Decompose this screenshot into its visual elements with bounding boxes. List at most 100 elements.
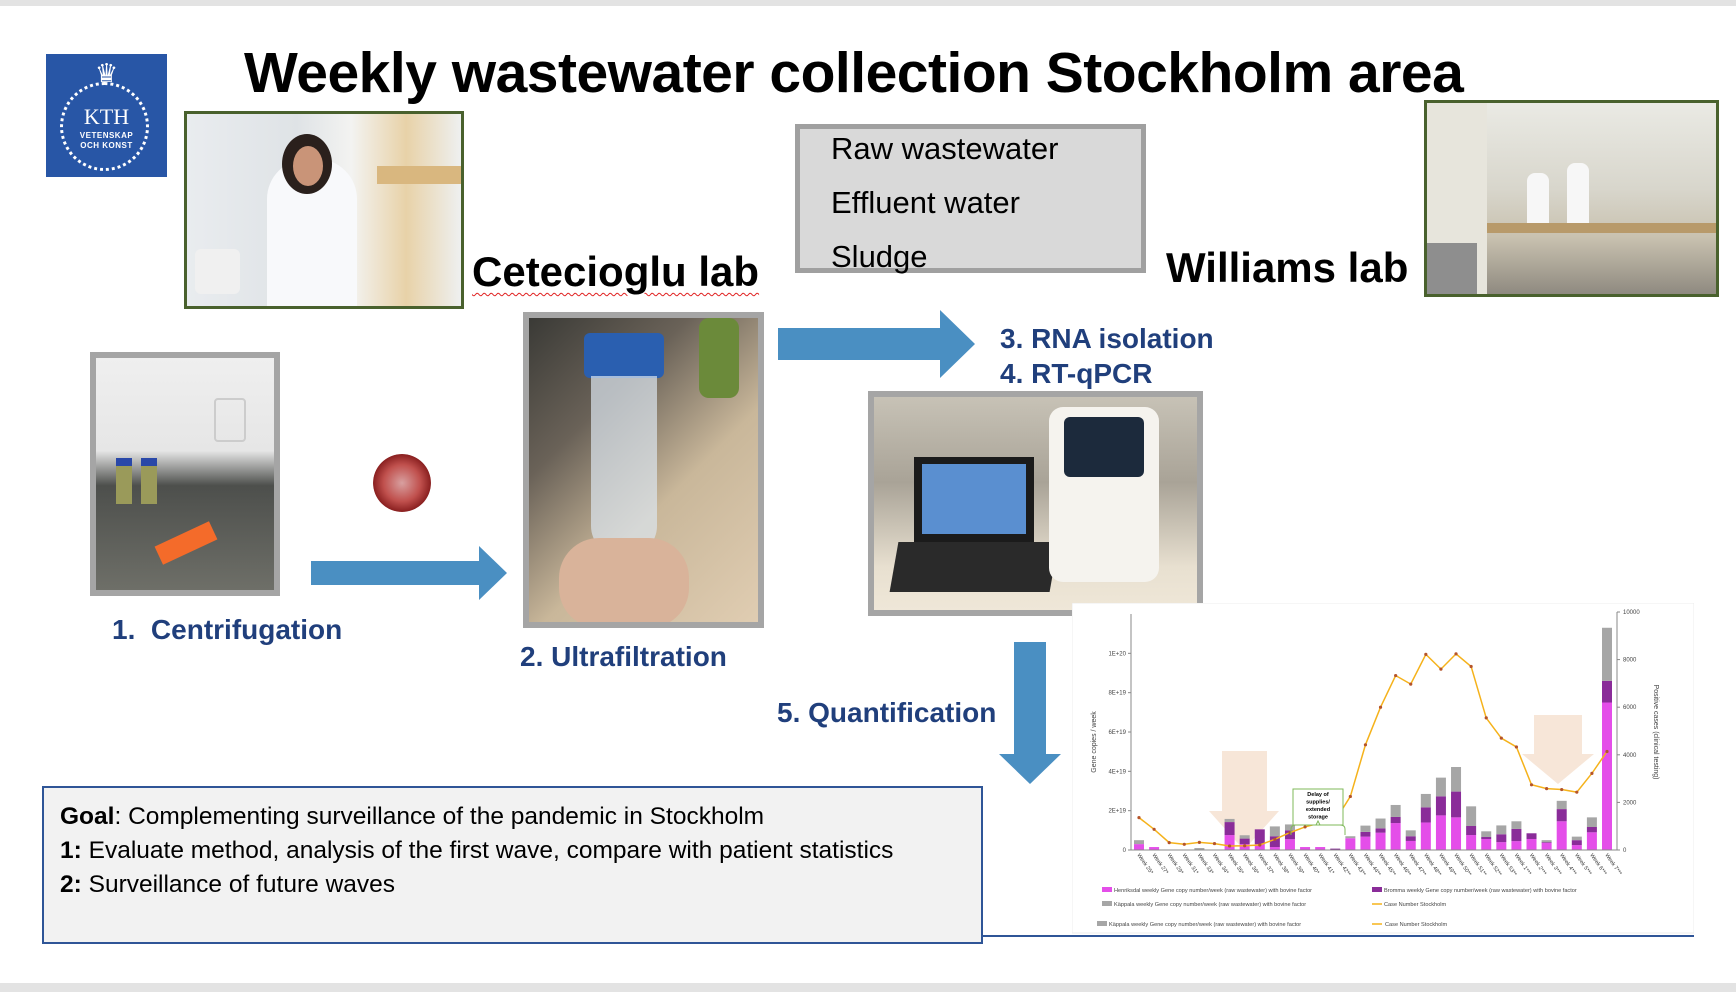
bar-segment: [1511, 828, 1522, 842]
cases-point: [1378, 705, 1383, 709]
bar-segment: [1496, 842, 1507, 850]
bar-segment: [1284, 824, 1295, 831]
cases-point: [1137, 816, 1141, 820]
bar-segment: [1496, 834, 1507, 843]
cases-point: [1363, 743, 1368, 747]
cases-point: [1560, 787, 1564, 792]
y-axis-title: Gene copies / week: [1091, 711, 1098, 773]
goal-box: Goal: Complementing surveillance of the …: [42, 786, 983, 944]
y-tick-label: 2E+19: [1108, 809, 1126, 815]
legend-swatch: [1102, 901, 1112, 906]
sample-type-effluent: Effluent water: [831, 185, 1020, 220]
legend-swatch: [1372, 887, 1382, 892]
centrifugation-photo: [90, 352, 280, 596]
legend-item-duplicate: Case Number Stockholm: [1385, 922, 1448, 928]
y-tick-label: 8E+19: [1108, 691, 1126, 697]
bar-segment: [1284, 839, 1295, 850]
goal-objective-2: 2: Surveillance of future waves: [60, 871, 396, 898]
bar-segment: [1541, 842, 1552, 850]
bar-segment: [1375, 832, 1386, 850]
bar-segment: [1466, 835, 1477, 850]
bar-segment: [1435, 777, 1446, 797]
legend-item: Käppala weekly Gene copy number/week (ra…: [1114, 902, 1306, 908]
cases-point: [1484, 716, 1488, 720]
bar-segment: [1224, 818, 1235, 823]
delay-annotation-line: supplies/: [1306, 800, 1330, 806]
bar-segment: [1586, 817, 1597, 827]
bar-segment: [1481, 838, 1492, 850]
bar-segment: [1511, 841, 1522, 850]
bar-segment: [1269, 826, 1280, 837]
virus-icon: [373, 454, 431, 512]
y2-axis-title: Positive cases (clinical testing): [1652, 685, 1659, 780]
cases-point: [1152, 827, 1156, 831]
y2-tick-label: 4000: [1623, 753, 1637, 759]
bar-segment: [1420, 807, 1431, 823]
bar-segment: [1556, 809, 1567, 822]
slide-title: Weekly wastewater collection Stockholm a…: [244, 41, 1464, 105]
bar-segment: [1511, 821, 1522, 829]
legend-item: Henriksdal weekly Gene copy number/week …: [1114, 888, 1312, 894]
y2-tick-label: 2000: [1623, 800, 1637, 806]
cases-point: [1529, 783, 1534, 787]
bar-segment: [1451, 817, 1462, 850]
cases-point: [1454, 652, 1458, 656]
goal-line: Goal: Complementing surveillance of the …: [60, 803, 765, 830]
cetecioglu-lab-label: Cetecioglu lab: [472, 248, 760, 295]
bar-segment: [1541, 840, 1552, 843]
y-tick-label: 1E+20: [1108, 651, 1126, 657]
bar-segment: [1224, 822, 1235, 836]
step-quantification: 5. Quantification: [777, 697, 997, 728]
bar-segment: [1571, 840, 1582, 846]
bar-segment: [1541, 842, 1552, 843]
bar-segment: [1269, 847, 1280, 850]
bar-segment: [1481, 837, 1492, 839]
cases-point: [1197, 840, 1201, 844]
bar-segment: [1571, 845, 1582, 850]
y-tick-label: 4E+19: [1108, 769, 1126, 775]
cases-point: [1258, 843, 1262, 847]
cases-point: [1303, 825, 1307, 829]
bar-segment: [1586, 832, 1597, 850]
arrow-right-icon: [778, 310, 975, 378]
highlight-arrow-icon: [1522, 715, 1594, 784]
arrow-down-icon: [999, 642, 1061, 784]
cases-point: [1394, 673, 1398, 678]
researcher-photo: [184, 111, 464, 309]
sample-type-sludge: Sludge: [831, 239, 928, 274]
delay-annotation-line: extended: [1306, 807, 1330, 813]
cases-point: [1514, 745, 1519, 749]
bar-segment: [1451, 791, 1462, 818]
cases-point: [1499, 736, 1503, 740]
cases-point: [1273, 837, 1277, 841]
bar-segment: [1571, 836, 1582, 841]
arrow-right-icon: [311, 546, 507, 600]
bar-segment: [1300, 847, 1311, 850]
delay-annotation-line: storage: [1308, 815, 1328, 821]
bar-segment: [1602, 702, 1612, 850]
sample-types-box: Raw wastewater Effluent water Sludge: [795, 124, 1146, 274]
bar-segment: [1466, 806, 1477, 827]
bar-segment: [1315, 847, 1326, 850]
cases-point: [1409, 682, 1413, 686]
cases-point: [1545, 786, 1549, 791]
qpcr-machine-photo: [868, 391, 1203, 616]
bar-segment: [1451, 767, 1462, 792]
step-centrifugation: 1. Centrifugation: [112, 614, 343, 645]
step-ultrafiltration: 2. Ultrafiltration: [520, 641, 727, 672]
y-tick-label: 0: [1123, 848, 1127, 854]
bar-segment: [1420, 793, 1431, 808]
y2-tick-label: 8000: [1623, 658, 1637, 664]
bar-segment: [1526, 833, 1537, 839]
legend-item: Bromma weekly Gene copy number/week (raw…: [1384, 888, 1577, 894]
goal-objective-1: 1: Evaluate method, analysis of the firs…: [60, 837, 894, 864]
bottom-border: [0, 983, 1736, 992]
bar-segment: [1496, 825, 1507, 835]
bar-segment: [1602, 680, 1612, 703]
bar-segment: [1360, 825, 1371, 832]
bar-segment: [1602, 627, 1612, 681]
sample-type-raw: Raw wastewater: [831, 131, 1059, 166]
